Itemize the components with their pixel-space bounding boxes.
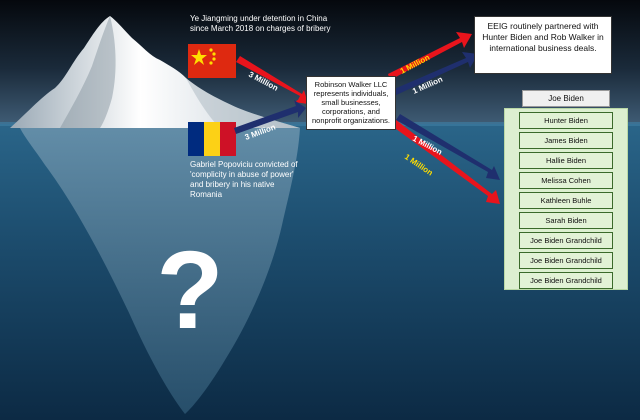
eeig-box: EEIG routinely partnered with Hunter Bid… — [474, 16, 612, 74]
family-panel: Hunter Biden James Biden Hallie Biden Me… — [504, 108, 628, 290]
china-flag-small-star — [212, 52, 216, 56]
arrow-romania-to-robinson — [234, 100, 306, 134]
family-member: Hallie Biden — [519, 152, 613, 169]
family-member: Joe Biden Grandchild — [519, 232, 613, 249]
romania-flag-red — [220, 122, 236, 156]
ye-jianming-caption: Ye Jiangming under detention in China si… — [190, 14, 331, 33]
family-member: Sarah Biden — [519, 212, 613, 229]
arrow-robinson-to-eeig-blue — [392, 52, 478, 96]
arrow-robinson-to-eeig-red — [388, 32, 472, 80]
china-flag-small-star — [212, 57, 216, 61]
iceberg-underwater — [20, 128, 300, 414]
iceberg-top — [10, 16, 300, 128]
arrow-robinson-to-family-red — [392, 120, 500, 204]
china-flag-small-star — [209, 48, 213, 52]
family-member: Joe Biden Grandchild — [519, 252, 613, 269]
iceberg-shadow — [60, 16, 116, 128]
romania-flag-blue — [188, 122, 204, 156]
gabriel-popoviciu-caption: Gabriel Popoviciu convicted of 'complici… — [190, 160, 298, 199]
china-flag-small-star — [209, 61, 213, 65]
romania-flag-yellow — [204, 122, 220, 156]
family-member: Hunter Biden — [519, 112, 613, 129]
joe-biden-box: Joe Biden — [522, 90, 610, 107]
romania-flag — [188, 122, 236, 156]
arrow-china-to-robinson — [236, 56, 308, 104]
family-member: Melissa Cohen — [519, 172, 613, 189]
family-member: Kathleen Buhle — [519, 192, 613, 209]
family-member: James Biden — [519, 132, 613, 149]
arrow-robinson-to-family-blue — [396, 114, 500, 180]
question-mark: ? — [156, 229, 223, 352]
family-member: Joe Biden Grandchild — [519, 272, 613, 289]
china-flag-big-star — [191, 49, 207, 65]
china-flag — [188, 44, 236, 78]
robinson-walker-box: Robinson Walker LLC represents individua… — [306, 76, 396, 130]
iceberg-shadow-right — [186, 78, 300, 128]
